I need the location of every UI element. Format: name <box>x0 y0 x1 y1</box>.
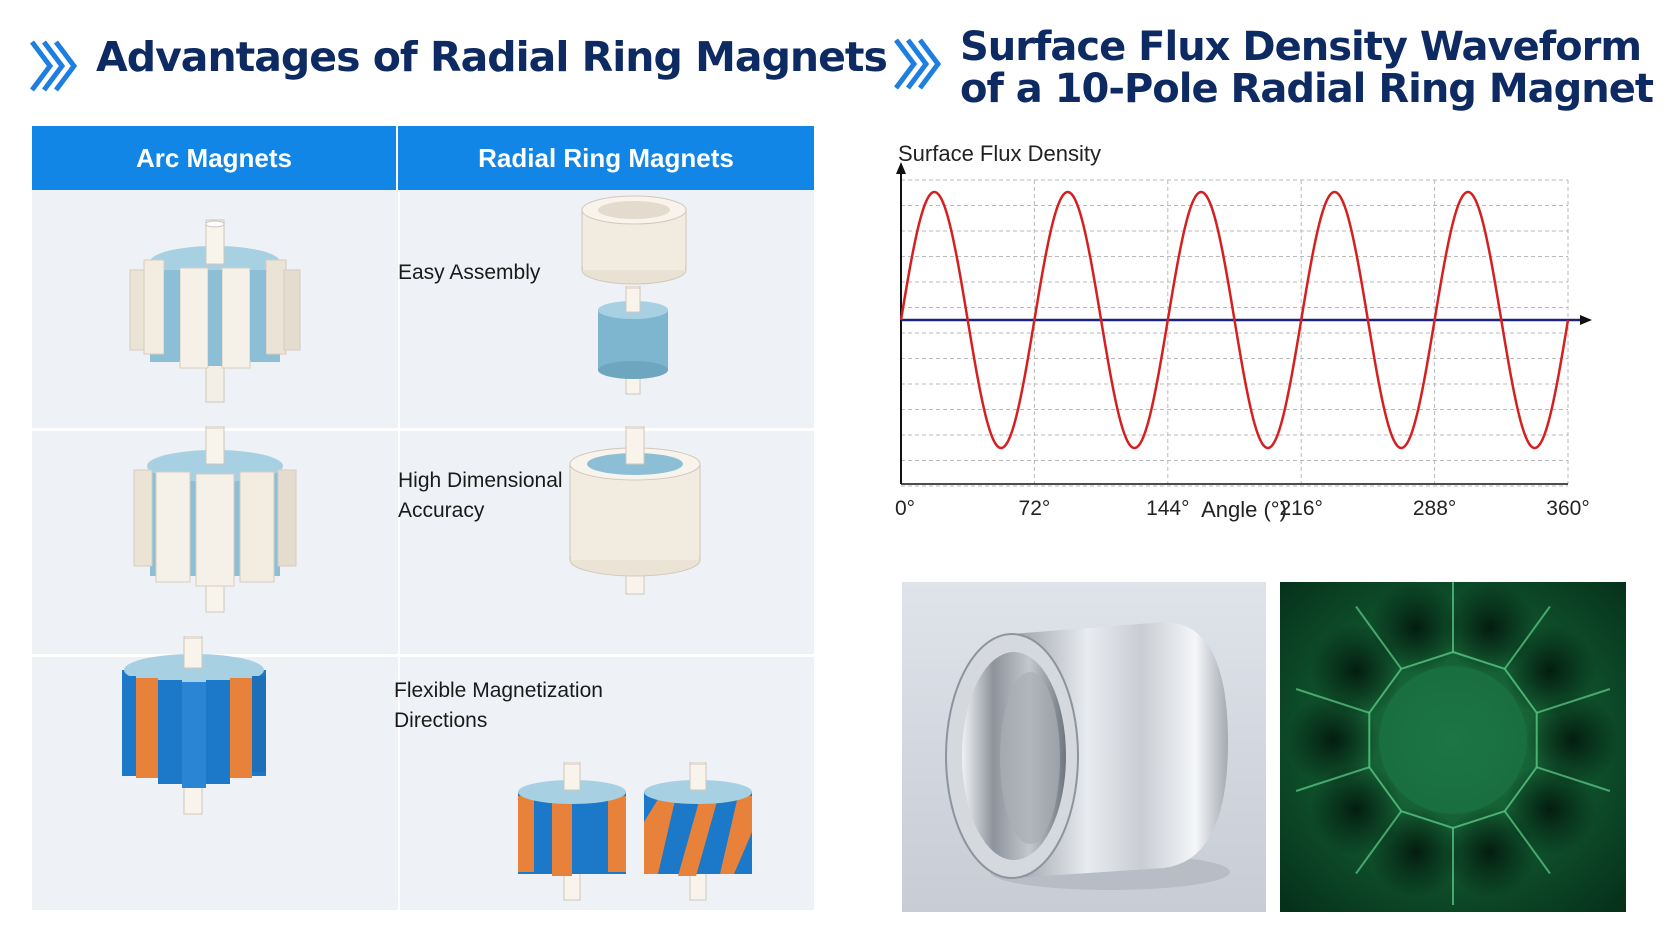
ring-magnet-radial-poles-illustration <box>518 762 626 901</box>
boundary-ray <box>1503 605 1551 670</box>
x-tick-label: 144° <box>1146 497 1189 520</box>
left-title: Advantages of Radial Ring Magnets <box>96 33 888 81</box>
col-radial-ring-magnets: Radial Ring Magnets <box>478 142 734 173</box>
magnetic-viewing-film-photo <box>1280 582 1626 912</box>
ring-magnet-photo <box>902 582 1266 912</box>
right-title: Surface Flux Density Waveform of a 10-Po… <box>960 24 1654 113</box>
right-section-heading: Surface Flux Density Waveform of a 10-Po… <box>892 24 1654 113</box>
label-line: Accuracy <box>398 499 485 522</box>
label-line: Directions <box>394 709 488 732</box>
row-label-dimensional-accuracy: High Dimensional Accuracy <box>398 466 563 526</box>
boundary-ray <box>1295 766 1370 792</box>
boundary-ray <box>1536 766 1611 792</box>
left-section-heading: Advantages of Radial Ring Magnets <box>28 33 888 96</box>
row-divider <box>32 428 814 431</box>
pole-boundary-rays <box>1295 582 1611 905</box>
chart-grid <box>900 179 1569 487</box>
row-divider <box>32 654 814 657</box>
right-title-line1: Surface Flux Density Waveform <box>960 24 1642 70</box>
dark-pole-region <box>1309 763 1402 856</box>
pole-pattern <box>1287 582 1619 899</box>
boundary-ray <box>1295 688 1370 714</box>
comparison-table: Arc Magnets Radial Ring Magnets Easy Ass… <box>32 126 814 910</box>
dark-pole-region <box>1369 582 1462 674</box>
ring-magnet-skewed-poles-illustration <box>644 762 752 901</box>
double-chevron-icon <box>30 40 78 92</box>
x-tick-labels: 0° 72° 144° 216° 288° 360° <box>895 497 1590 520</box>
row-label-flexible-magnetization: Flexible Magnetization Directions <box>394 676 603 736</box>
arc-magnet-multipole-rotor-illustration <box>122 636 266 815</box>
dark-pole-region <box>1527 694 1619 786</box>
flux-density-chart: Surface Flux Density 0° 72° 144° 216° 288° 36… <box>895 141 1592 522</box>
double-chevron-icon <box>894 38 942 90</box>
boundary-ray <box>1355 605 1403 670</box>
label-line: Flexible Magnetization <box>394 679 603 702</box>
dark-pole-region <box>1287 694 1379 786</box>
label-line: Easy Assembly <box>398 261 541 284</box>
dark-pole-region <box>1444 806 1537 899</box>
x-tick-label: 360° <box>1546 497 1589 520</box>
x-axis-label: Angle (°) <box>1201 497 1287 522</box>
boundary-ray <box>1355 810 1403 875</box>
x-tick-label: 216° <box>1279 497 1322 520</box>
boundary-ray <box>1536 688 1611 714</box>
table-header: Arc Magnets Radial Ring Magnets <box>32 126 814 190</box>
right-title-line2: of a 10-Pole Radial Ring Magnet <box>960 66 1654 113</box>
x-tick-label: 72° <box>1019 497 1051 520</box>
arc-magnet-rotor-illustration <box>133 426 297 613</box>
y-axis-arrow-icon <box>896 162 906 174</box>
flux-waveform-series <box>899 190 1570 450</box>
ring-magnet-illustration <box>581 195 687 285</box>
y-axis-label: Surface Flux Density <box>898 141 1101 166</box>
column-divider <box>398 190 400 910</box>
x-tick-label: 288° <box>1413 497 1456 520</box>
dark-pole-region <box>1504 624 1597 717</box>
x-axis-arrow-icon <box>1580 315 1592 325</box>
ring-magnet-assembled-illustration <box>569 426 701 595</box>
boundary-ray <box>1503 810 1551 875</box>
rotor-core-illustration <box>598 286 668 395</box>
label-line: High Dimensional <box>398 469 563 492</box>
row-label-easy-assembly: Easy Assembly <box>398 258 540 288</box>
arc-magnet-rotor-illustration <box>129 219 301 403</box>
col-arc-magnets: Arc Magnets <box>32 126 398 190</box>
x-tick-label: 0° <box>895 497 915 520</box>
